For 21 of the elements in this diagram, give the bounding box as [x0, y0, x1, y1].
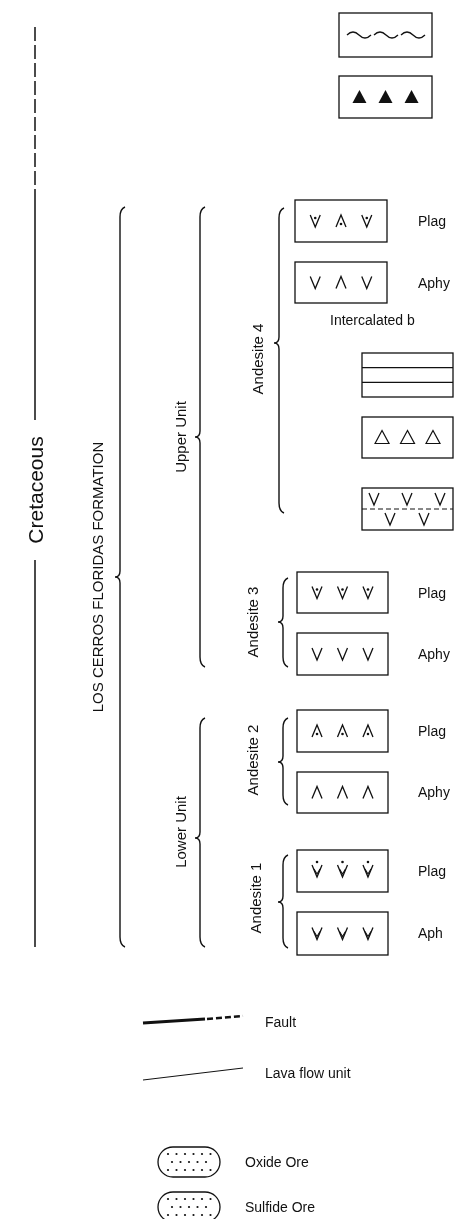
- period-label: Cretaceous: [24, 436, 46, 544]
- rock-type-label: Aph: [418, 926, 443, 940]
- rock-type-label: Aphy: [418, 647, 450, 661]
- andesite-label: Andesite 1: [247, 862, 263, 934]
- unit-label: Upper Unit: [172, 401, 188, 473]
- legend-label: Lava flow unit: [265, 1066, 351, 1080]
- rock-type-label: Aphy: [418, 276, 450, 290]
- legend-label: Oxide Ore: [245, 1155, 309, 1169]
- rock-type-label: Aphy: [418, 785, 450, 799]
- rock-type-label: Intercalated b: [330, 313, 415, 327]
- formation-label: LOS CERROS FLORIDAS FORMATION: [89, 441, 105, 713]
- andesite-label: Andesite 2: [244, 724, 260, 796]
- andesite-label: Andesite 3: [244, 586, 260, 658]
- rock-type-label: Plag: [418, 214, 447, 228]
- rock-type-label: Plag: [418, 586, 447, 600]
- unit-label: Lower Unit: [172, 796, 188, 868]
- andesite-label: Andesite 4: [249, 323, 265, 395]
- legend-label: Fault: [265, 1015, 297, 1029]
- legend-label: Sulfide Ore: [245, 1200, 316, 1214]
- rock-type-label: Plag: [418, 724, 447, 738]
- rock-type-label: Plag: [418, 864, 447, 878]
